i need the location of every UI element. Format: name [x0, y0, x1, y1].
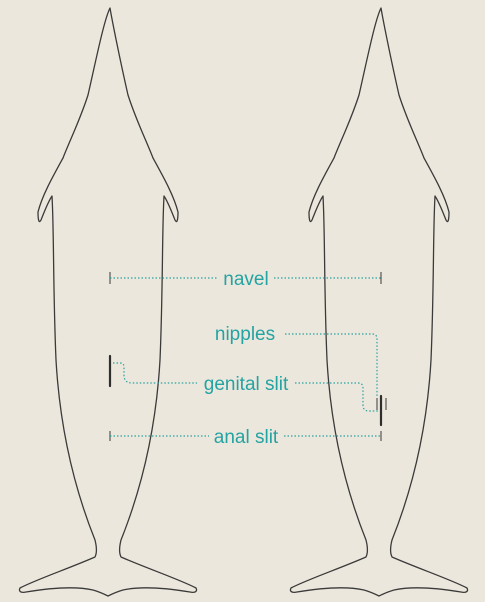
genital-slit-leader-right [295, 383, 378, 411]
genital-slit-annotation: genital slit [110, 356, 381, 425]
anal-slit-label: anal slit [214, 427, 279, 448]
genital-slit-leader-left [113, 363, 197, 383]
nipples-annotation: nipples [215, 324, 386, 410]
male-body-outline [19, 8, 196, 596]
nipples-leader [285, 334, 377, 396]
navel-label: navel [223, 269, 268, 290]
female-body-outline [290, 8, 467, 596]
navel-annotation: navel [110, 269, 381, 290]
nipples-label: nipples [215, 324, 275, 345]
genital-slit-label: genital slit [204, 374, 289, 395]
